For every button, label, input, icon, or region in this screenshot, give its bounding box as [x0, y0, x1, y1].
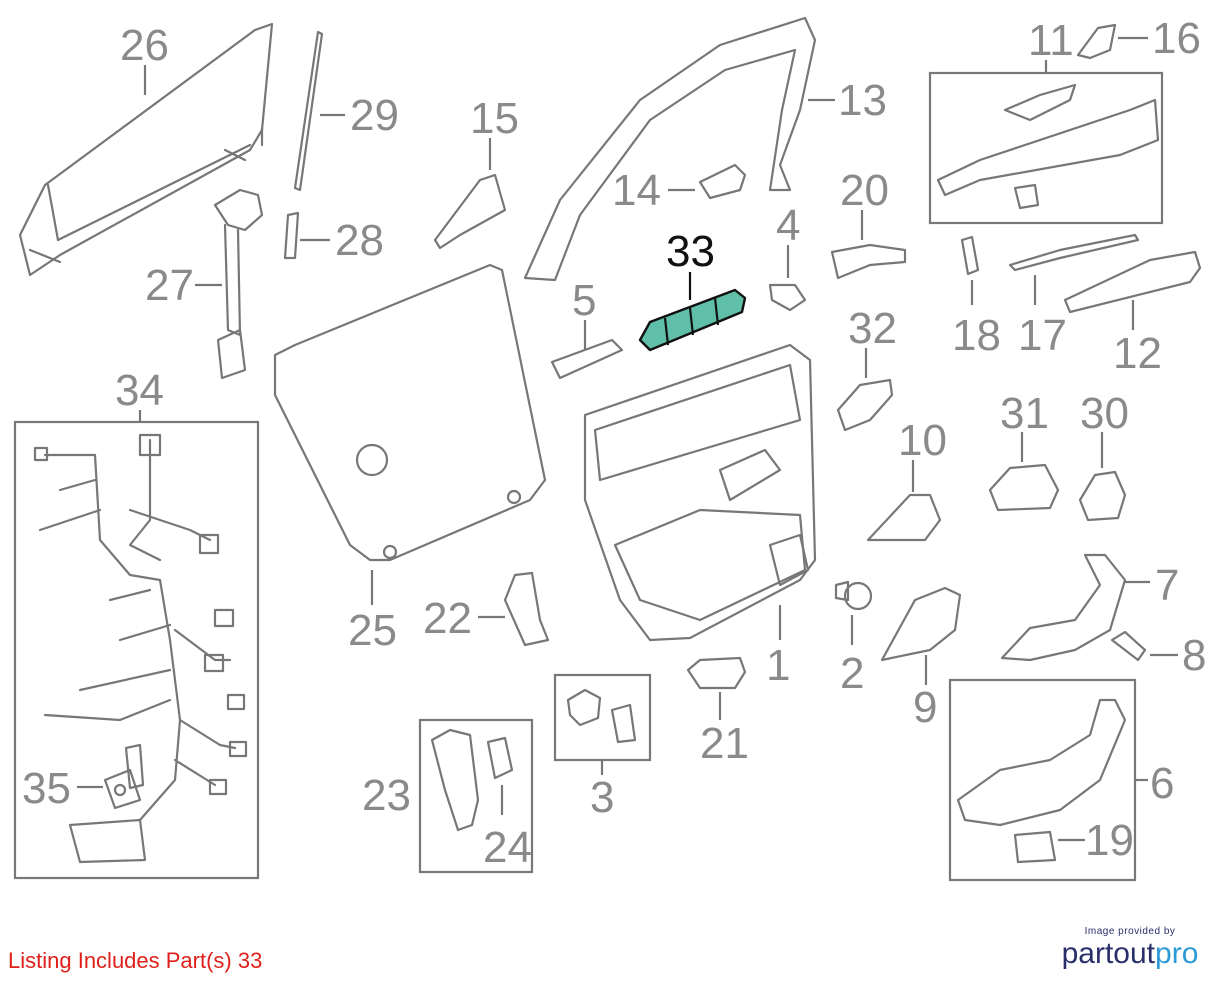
- callout-6: 6: [1150, 759, 1174, 808]
- listing-note: Listing Includes Part(s) 33: [8, 948, 263, 973]
- part-6-pull-handle: [956, 698, 1127, 864]
- credit-caption: Image provided by: [1084, 926, 1176, 937]
- part-8-clip: [1110, 630, 1147, 662]
- image-credit: Image provided by partoutpro: [1055, 926, 1205, 971]
- part-3-clip: [566, 688, 602, 727]
- callout-1: 1: [766, 641, 790, 690]
- part-7-bracket: [1000, 553, 1127, 662]
- part-1-door-trim-panel: [583, 343, 817, 642]
- part-34-box: [13, 420, 260, 880]
- part-5-handle-trim: [550, 338, 624, 380]
- part-3-box: [553, 673, 652, 762]
- part-14-bracket: [698, 163, 747, 200]
- logo-main: partout: [1061, 937, 1156, 970]
- callout-26: 26: [120, 21, 169, 70]
- callout-14: 14: [612, 166, 661, 215]
- callout-33: 33: [666, 227, 715, 276]
- part-9-cover: [880, 586, 962, 662]
- part-16-clip: [1076, 23, 1117, 60]
- callout-23: 23: [362, 771, 411, 820]
- callout-28: 28: [335, 216, 384, 265]
- part-23-grille: [430, 728, 480, 832]
- callout-25: 25: [348, 606, 397, 655]
- callout-31: 31: [1000, 389, 1049, 438]
- part-11-trim-assembly: [936, 83, 1160, 210]
- callout-16: 16: [1152, 14, 1201, 63]
- part-35-grommet: [103, 743, 145, 810]
- logo-accent: pro: [1155, 937, 1199, 970]
- callout-9: 9: [913, 683, 937, 732]
- callout-24: 24: [483, 823, 532, 872]
- part-22-grille: [503, 571, 550, 647]
- callout-4: 4: [776, 201, 800, 250]
- part-20-actuator: [830, 243, 907, 280]
- part-26-window-glass: [18, 22, 274, 277]
- callout-18: 18: [952, 311, 1001, 360]
- callout-2: 2: [840, 649, 864, 698]
- part-29-run-channel: [293, 30, 324, 192]
- callout-12: 12: [1113, 329, 1162, 378]
- callout-35: 35: [22, 764, 71, 813]
- part-28-clip: [283, 211, 300, 260]
- callout-19: 19: [1085, 816, 1134, 865]
- callout-3: 3: [590, 773, 614, 822]
- part-15-trim: [433, 173, 507, 250]
- callout-10: 10: [898, 416, 947, 465]
- callout-13: 13: [838, 76, 887, 125]
- part-13-door-frame: [523, 16, 817, 282]
- callout-15: 15: [470, 94, 519, 143]
- part-31-switch: [988, 463, 1060, 512]
- part-27-window-regulator: [213, 188, 264, 380]
- partoutpro-logo: partoutpro: [1055, 937, 1205, 971]
- part-3-insert: [610, 703, 637, 744]
- part-34-wiring-harness: [33, 433, 248, 864]
- part-2-retainer: [834, 580, 873, 611]
- callout-7: 7: [1155, 561, 1179, 610]
- part-23-24-box: [418, 718, 534, 874]
- callout-34: 34: [115, 366, 164, 415]
- callout-17: 17: [1018, 311, 1067, 360]
- part-30-switch: [1078, 470, 1127, 522]
- callout-20: 20: [840, 166, 889, 215]
- part-32-grille: [836, 378, 894, 432]
- callout-22: 22: [423, 594, 472, 643]
- callout-32: 32: [848, 304, 897, 353]
- part-21-module: [686, 656, 747, 690]
- part-33-highlighted-panel: [638, 288, 747, 352]
- callout-8: 8: [1182, 631, 1206, 680]
- part-17-strip: [1008, 233, 1140, 272]
- part-25-water-shield: [273, 263, 547, 562]
- part-18-bracket: [960, 235, 980, 276]
- part-11-box: [928, 71, 1164, 225]
- callout-21: 21: [700, 719, 749, 768]
- callout-27: 27: [145, 261, 194, 310]
- callout-5: 5: [572, 276, 596, 325]
- part-4-retainer: [768, 283, 807, 312]
- part-10-bezel: [866, 493, 942, 542]
- part-24-bulb: [486, 736, 514, 780]
- callout-29: 29: [350, 91, 399, 140]
- callout-30: 30: [1080, 389, 1129, 438]
- callout-11: 11: [1028, 16, 1074, 65]
- part-12-trim: [1063, 250, 1202, 314]
